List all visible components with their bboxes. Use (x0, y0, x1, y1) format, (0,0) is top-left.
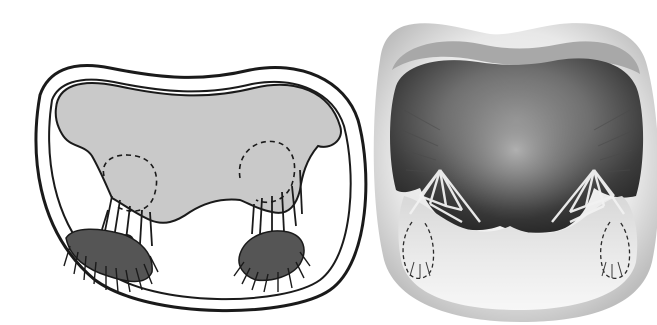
right-panel-rendering (374, 23, 657, 322)
left-panel-drawing (36, 66, 366, 311)
